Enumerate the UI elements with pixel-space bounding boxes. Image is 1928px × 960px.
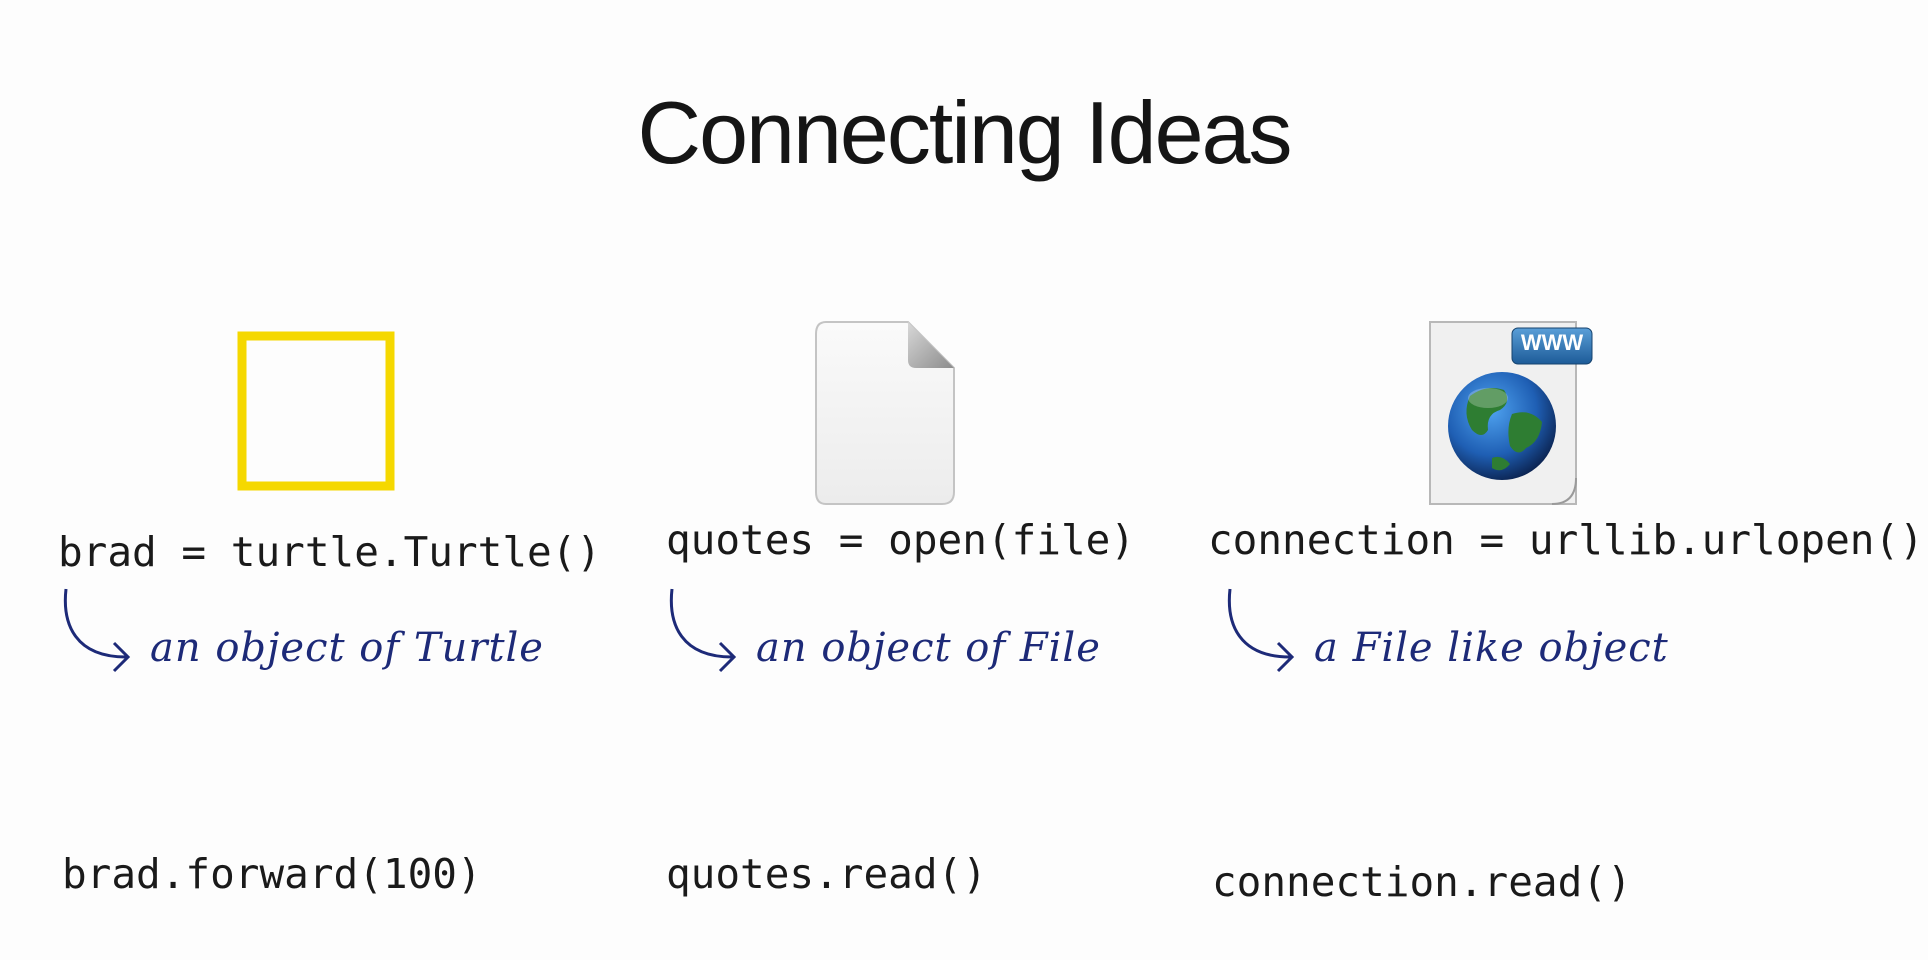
quotes-read-call: quotes.read() [666, 850, 987, 898]
curved-arrow-icon [669, 588, 737, 673]
turtle-declaration: brad = turtle.Turtle() [58, 528, 602, 576]
turtle-annotation: an object of Turtle [150, 625, 544, 671]
quotes-declaration: quotes = open(file) [666, 516, 1135, 564]
curved-arrow-icon [63, 588, 131, 673]
turtle-forward-call: brad.forward(100) [62, 850, 482, 898]
slide-title: Connecting Ideas [637, 83, 1293, 182]
yellow-square-icon [237, 331, 395, 491]
connection-read-call: connection.read() [1212, 858, 1632, 906]
blank-file-icon [815, 321, 955, 505]
www-badge: WWW [1520, 330, 1584, 355]
web-file-icon [1429, 321, 1593, 505]
curved-arrow-icon [1227, 588, 1295, 673]
connection-annotation: a File like object [1314, 625, 1669, 671]
connection-declaration: connection = urllib.urlopen() [1208, 516, 1924, 564]
quotes-annotation: an object of File [756, 625, 1101, 671]
